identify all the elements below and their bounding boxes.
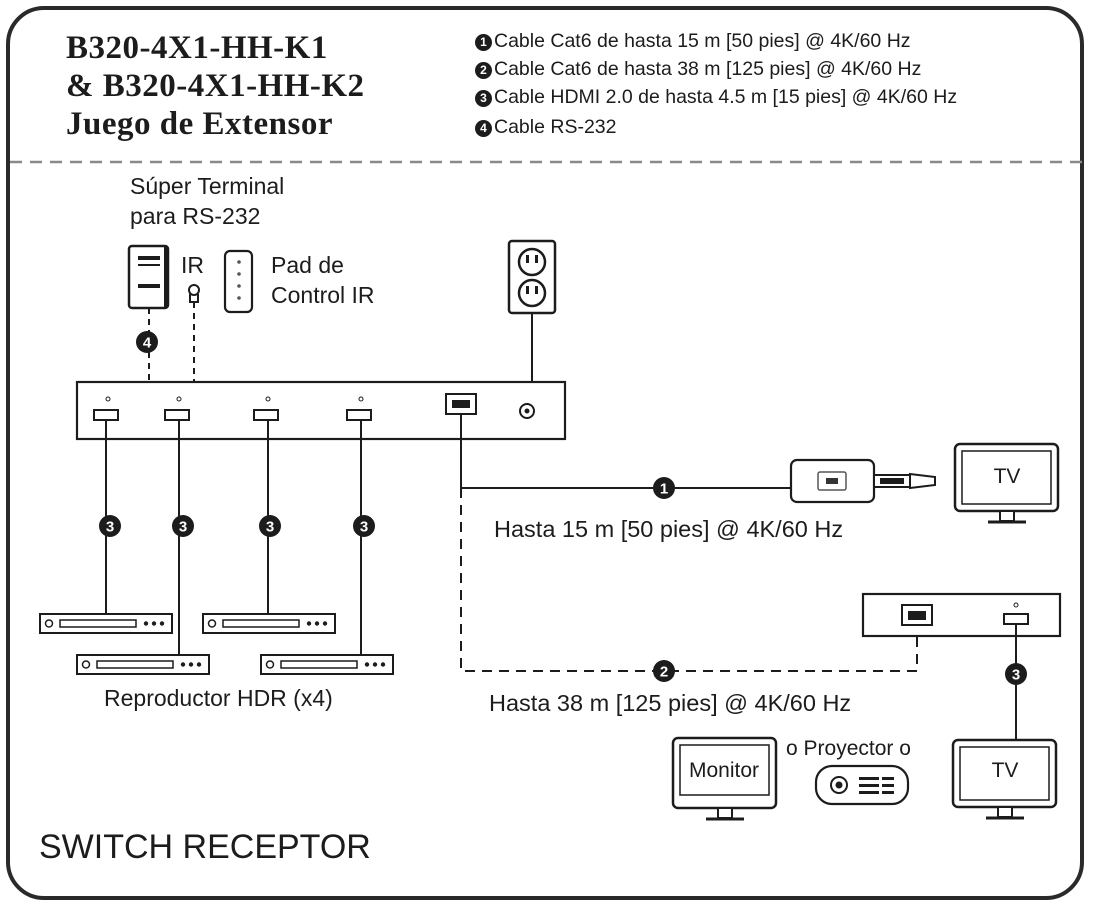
footer-title: SWITCH RECEPTOR xyxy=(39,828,371,866)
marker-3-b: 3 xyxy=(172,515,194,537)
marker-3-e: 3 xyxy=(1005,663,1027,685)
marker-3-a: 3 xyxy=(99,515,121,537)
marker-3-b-label: 3 xyxy=(179,519,187,536)
marker-3-d-label: 3 xyxy=(360,519,368,536)
marker-1: 1 xyxy=(653,477,675,499)
pad-label-line-2: Control IR xyxy=(271,282,375,308)
legend-marker-4: 4 xyxy=(475,120,492,137)
ir-sensor-icon xyxy=(188,284,200,303)
title-line-2: & B320-4X1-HH-K2 xyxy=(66,68,365,104)
marker-3-a-label: 3 xyxy=(106,519,114,536)
tv-top-label: TV xyxy=(994,465,1021,488)
marker-2: 2 xyxy=(653,660,675,682)
legend-marker-3: 3 xyxy=(475,90,492,107)
tv-top-icon: TV xyxy=(953,442,1060,524)
receiver-unit xyxy=(861,592,1062,638)
pad-label-line-1: Pad de xyxy=(271,252,344,278)
projector-icon xyxy=(814,764,910,806)
marker-2-label: 2 xyxy=(660,664,668,681)
legend-text-1: Cable Cat6 de hasta 15 m [50 pies] @ 4K/… xyxy=(494,30,911,52)
title-line-1: B320-4X1-HH-K1 xyxy=(66,30,328,66)
run-15m-label: Hasta 15 m [50 pies] @ 4K/60 Hz xyxy=(494,516,844,542)
legend-text-4: Cable RS-232 xyxy=(494,116,617,138)
terminal-computer-icon xyxy=(127,244,170,310)
marker-3-e-label: 3 xyxy=(1012,667,1020,684)
marker-3-c-label: 3 xyxy=(266,519,274,536)
ir-label: IR xyxy=(181,252,204,278)
hdr-player-1 xyxy=(39,613,173,634)
title-line-3: Juego de Extensor xyxy=(66,106,333,142)
hdr-player-2 xyxy=(76,654,210,675)
marker-1-label: 1 xyxy=(660,481,668,498)
tv-bottom-icon: TV xyxy=(951,738,1058,820)
switch-transmitter-unit xyxy=(75,380,567,441)
hdr-player-4 xyxy=(260,654,394,675)
run-38m-label: Hasta 38 m [125 pies] @ 4K/60 Hz xyxy=(489,690,852,716)
diagram-frame xyxy=(6,6,1084,900)
marker-4: 4 xyxy=(136,331,158,353)
hdr-player-3 xyxy=(202,613,336,634)
hdr-players-label: Reproductor HDR (x4) xyxy=(104,685,333,711)
marker-4-label: 4 xyxy=(143,335,152,352)
hdmi-receiver-dongle xyxy=(789,458,936,504)
cat6-cable-38m xyxy=(460,488,918,672)
power-outlet-icon xyxy=(507,239,557,315)
monitor-label: Monitor xyxy=(689,759,759,782)
legend-text-2: Cable Cat6 de hasta 38 m [125 pies] @ 4K… xyxy=(494,58,922,80)
ir-remote-icon xyxy=(223,249,254,314)
monitor-icon: Monitor xyxy=(671,736,778,821)
projector-label: o Proyector o xyxy=(786,737,911,760)
marker-3-c: 3 xyxy=(259,515,281,537)
terminal-label-line-1: Súper Terminal xyxy=(130,173,285,199)
terminal-label-line-2: para RS-232 xyxy=(130,203,261,229)
marker-3-d: 3 xyxy=(353,515,375,537)
legend-text-3: Cable HDMI 2.0 de hasta 4.5 m [15 pies] … xyxy=(494,86,958,108)
legend-marker-1: 1 xyxy=(475,34,492,51)
tv-bottom-label: TV xyxy=(992,759,1019,782)
legend-marker-2: 2 xyxy=(475,62,492,79)
